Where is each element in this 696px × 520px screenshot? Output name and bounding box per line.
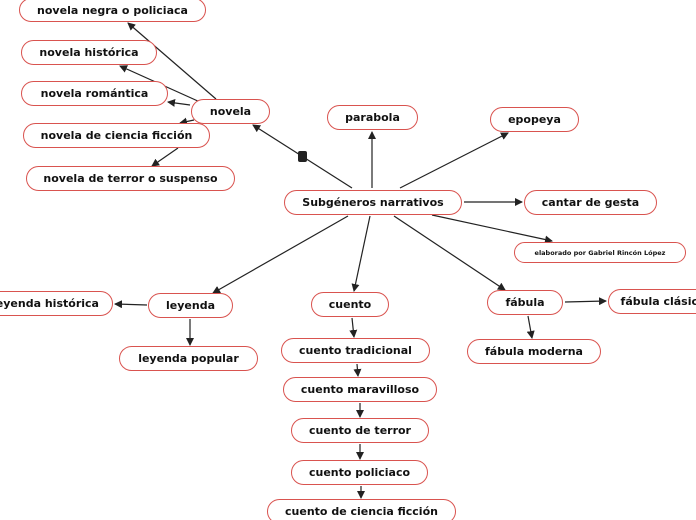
node-parabola[interactable]: parabola: [327, 105, 418, 130]
edge-ciencia-terror: [151, 147, 179, 167]
edge-novela-romantica: [167, 98, 191, 107]
edge-fabula-moderna: [526, 315, 535, 339]
node-fabula[interactable]: fábula: [487, 290, 563, 315]
edge-root-leyenda: [212, 215, 349, 294]
drag-handle-icon[interactable]: [298, 151, 307, 162]
node-cuento-policiaco[interactable]: cuento policiaco: [291, 460, 428, 485]
node-leyenda-popular[interactable]: leyenda popular: [119, 346, 258, 371]
node-novela-ciencia-ficcion[interactable]: novela de ciencia ficción: [23, 123, 210, 148]
edge-root-autor: [431, 214, 553, 244]
node-author-credit: elaborado por Gabriel Rincón López: [514, 242, 686, 263]
node-cuento-de-terror[interactable]: cuento de terror: [291, 418, 429, 443]
edge-leyenda-historica: [114, 300, 148, 309]
edge-cuento-tradicional: [349, 317, 358, 338]
node-novela-historica[interactable]: novela histórica: [21, 40, 157, 65]
edge-novela-negra: [127, 22, 217, 100]
edge-novela-ciencia: [179, 117, 195, 126]
node-leyenda[interactable]: leyenda: [148, 293, 233, 318]
node-novela-terror[interactable]: novela de terror o suspenso: [26, 166, 235, 191]
node-cuento-ciencia-ficcion[interactable]: cuento de ciencia ficción: [267, 499, 456, 520]
edge-root-fabula: [393, 215, 506, 291]
node-epopeya[interactable]: epopeya: [490, 107, 579, 132]
node-leyenda-historica[interactable]: leyenda histórica: [0, 291, 113, 316]
node-novela-negra[interactable]: novela negra o policiaca: [19, 0, 206, 22]
node-fabula-moderna[interactable]: fábula moderna: [467, 339, 601, 364]
edge-tradicional-maravilloso: [353, 363, 362, 377]
node-cuento-tradicional[interactable]: cuento tradicional: [281, 338, 430, 363]
node-cuento-maravilloso[interactable]: cuento maravilloso: [283, 377, 437, 402]
node-fabula-clasica[interactable]: fábula clásica: [608, 289, 696, 314]
edge-root-cuento: [351, 215, 371, 292]
node-novela-romantica[interactable]: novela romántica: [21, 81, 168, 106]
node-novela[interactable]: novela: [191, 99, 270, 124]
node-root[interactable]: Subgéneros narrativos: [284, 190, 462, 215]
edge-fabula-clasica: [564, 297, 607, 306]
node-cantar-de-gesta[interactable]: cantar de gesta: [524, 190, 657, 215]
edge-root-epopeya: [399, 132, 509, 189]
node-cuento[interactable]: cuento: [311, 292, 389, 317]
